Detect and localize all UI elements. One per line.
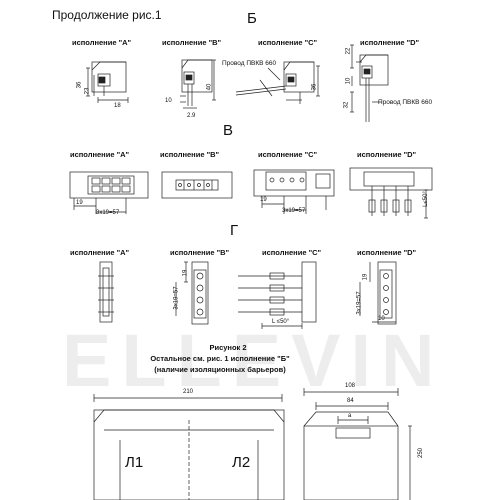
row-v-variant-b-drawing: [161, 171, 233, 199]
row-g-variant-b-drawing: [175, 261, 209, 325]
bottom-front-view: [93, 394, 285, 500]
row-v-variant-b: исполнение "В": [160, 150, 220, 159]
dim-v-c-w: 19: [260, 197, 267, 203]
row-v-variant-a: исполнение "А": [70, 150, 130, 159]
dim-bottom-108: 108: [345, 383, 356, 389]
wire-label-c: Провод ПВКВ 660: [222, 60, 277, 67]
bottom-side-view: [303, 388, 412, 500]
row-b-variant-a: исполнение "А": [72, 38, 132, 47]
row-v-variant-d: исполнение "D": [357, 150, 417, 159]
dim-bottom-210: 210: [183, 389, 194, 395]
row-g-variant-d-drawing: [359, 261, 397, 325]
row-g-variant-a: исполнение "А": [70, 248, 130, 257]
dim-bottom-84: 84: [347, 398, 354, 404]
dim-g-d-w: 10: [378, 316, 385, 322]
wire-label-d: Провод ПВКВ 660: [378, 99, 433, 106]
row-v-variant-c: исполнение "С": [258, 150, 318, 159]
section-b-letter: Б: [247, 10, 257, 27]
dim-b-b-w: 2.9: [187, 113, 196, 119]
row-b-variant-c: исполнение "С": [258, 38, 318, 47]
row-b-variant-d-drawing: [350, 44, 389, 122]
label-l1: Л1: [125, 454, 144, 471]
figure-caption-title: Рисунок 2: [209, 343, 247, 352]
row-v-variant-d-drawing: [349, 167, 433, 219]
row-g-variant-c: исполнение "С": [262, 248, 322, 257]
label-l2: Л2: [232, 454, 251, 471]
row-b-variant-b-drawing: [180, 59, 216, 109]
row-v-variant-a-drawing: [69, 171, 149, 214]
row-g-variant-b: исполнение "В": [170, 248, 230, 257]
dim-bottom-a: a: [348, 413, 352, 419]
section-g-letter: Г: [230, 222, 239, 239]
figure-caption-line2: Остальное см. рис. 1 исполнение "Б": [150, 354, 290, 363]
row-b-variant-b: исполнение "В": [162, 38, 222, 47]
page-title: Продолжение рис.1: [52, 8, 162, 22]
row-g-variant-c-drawing: [238, 261, 317, 329]
section-v-letter: В: [223, 122, 234, 139]
row-b-variant-c-drawing: [235, 61, 320, 104]
row-b-variant-a-drawing: [86, 61, 129, 103]
dim-v-a-w: 19: [76, 200, 83, 206]
dim-b-a-w: 18: [114, 103, 121, 109]
dim-v-c-pitch: 3x19=57: [282, 208, 306, 214]
row-g-variant-a-drawing: [98, 261, 114, 323]
dim-b-b-h: 10: [165, 98, 172, 104]
watermark: ELLEVIN: [62, 319, 445, 402]
row-v-variant-c-drawing: [253, 169, 335, 214]
row-g-variant-d: исполнение "D": [357, 248, 417, 257]
dim-v-a-pitch: 3x19=57: [96, 210, 120, 216]
figure-caption-line3: (наличие изоляционных барьеров): [154, 365, 286, 374]
row-b-variant-d: исполнение "D": [360, 38, 420, 47]
dim-g-c-len: L ≤50°: [272, 319, 290, 325]
